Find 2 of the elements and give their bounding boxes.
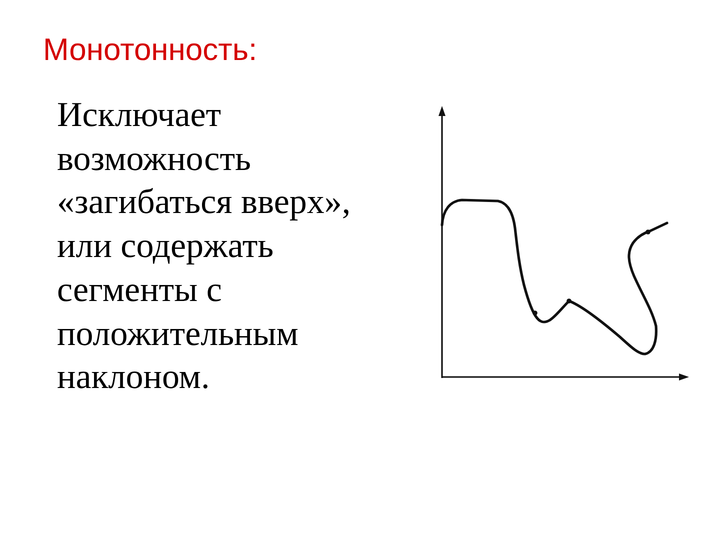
slide-title: Монотонность:: [43, 32, 258, 68]
body-text: Исключает возможность «загибаться вверх», или содержать сегменты с положительным наклоном.: [57, 94, 352, 398]
